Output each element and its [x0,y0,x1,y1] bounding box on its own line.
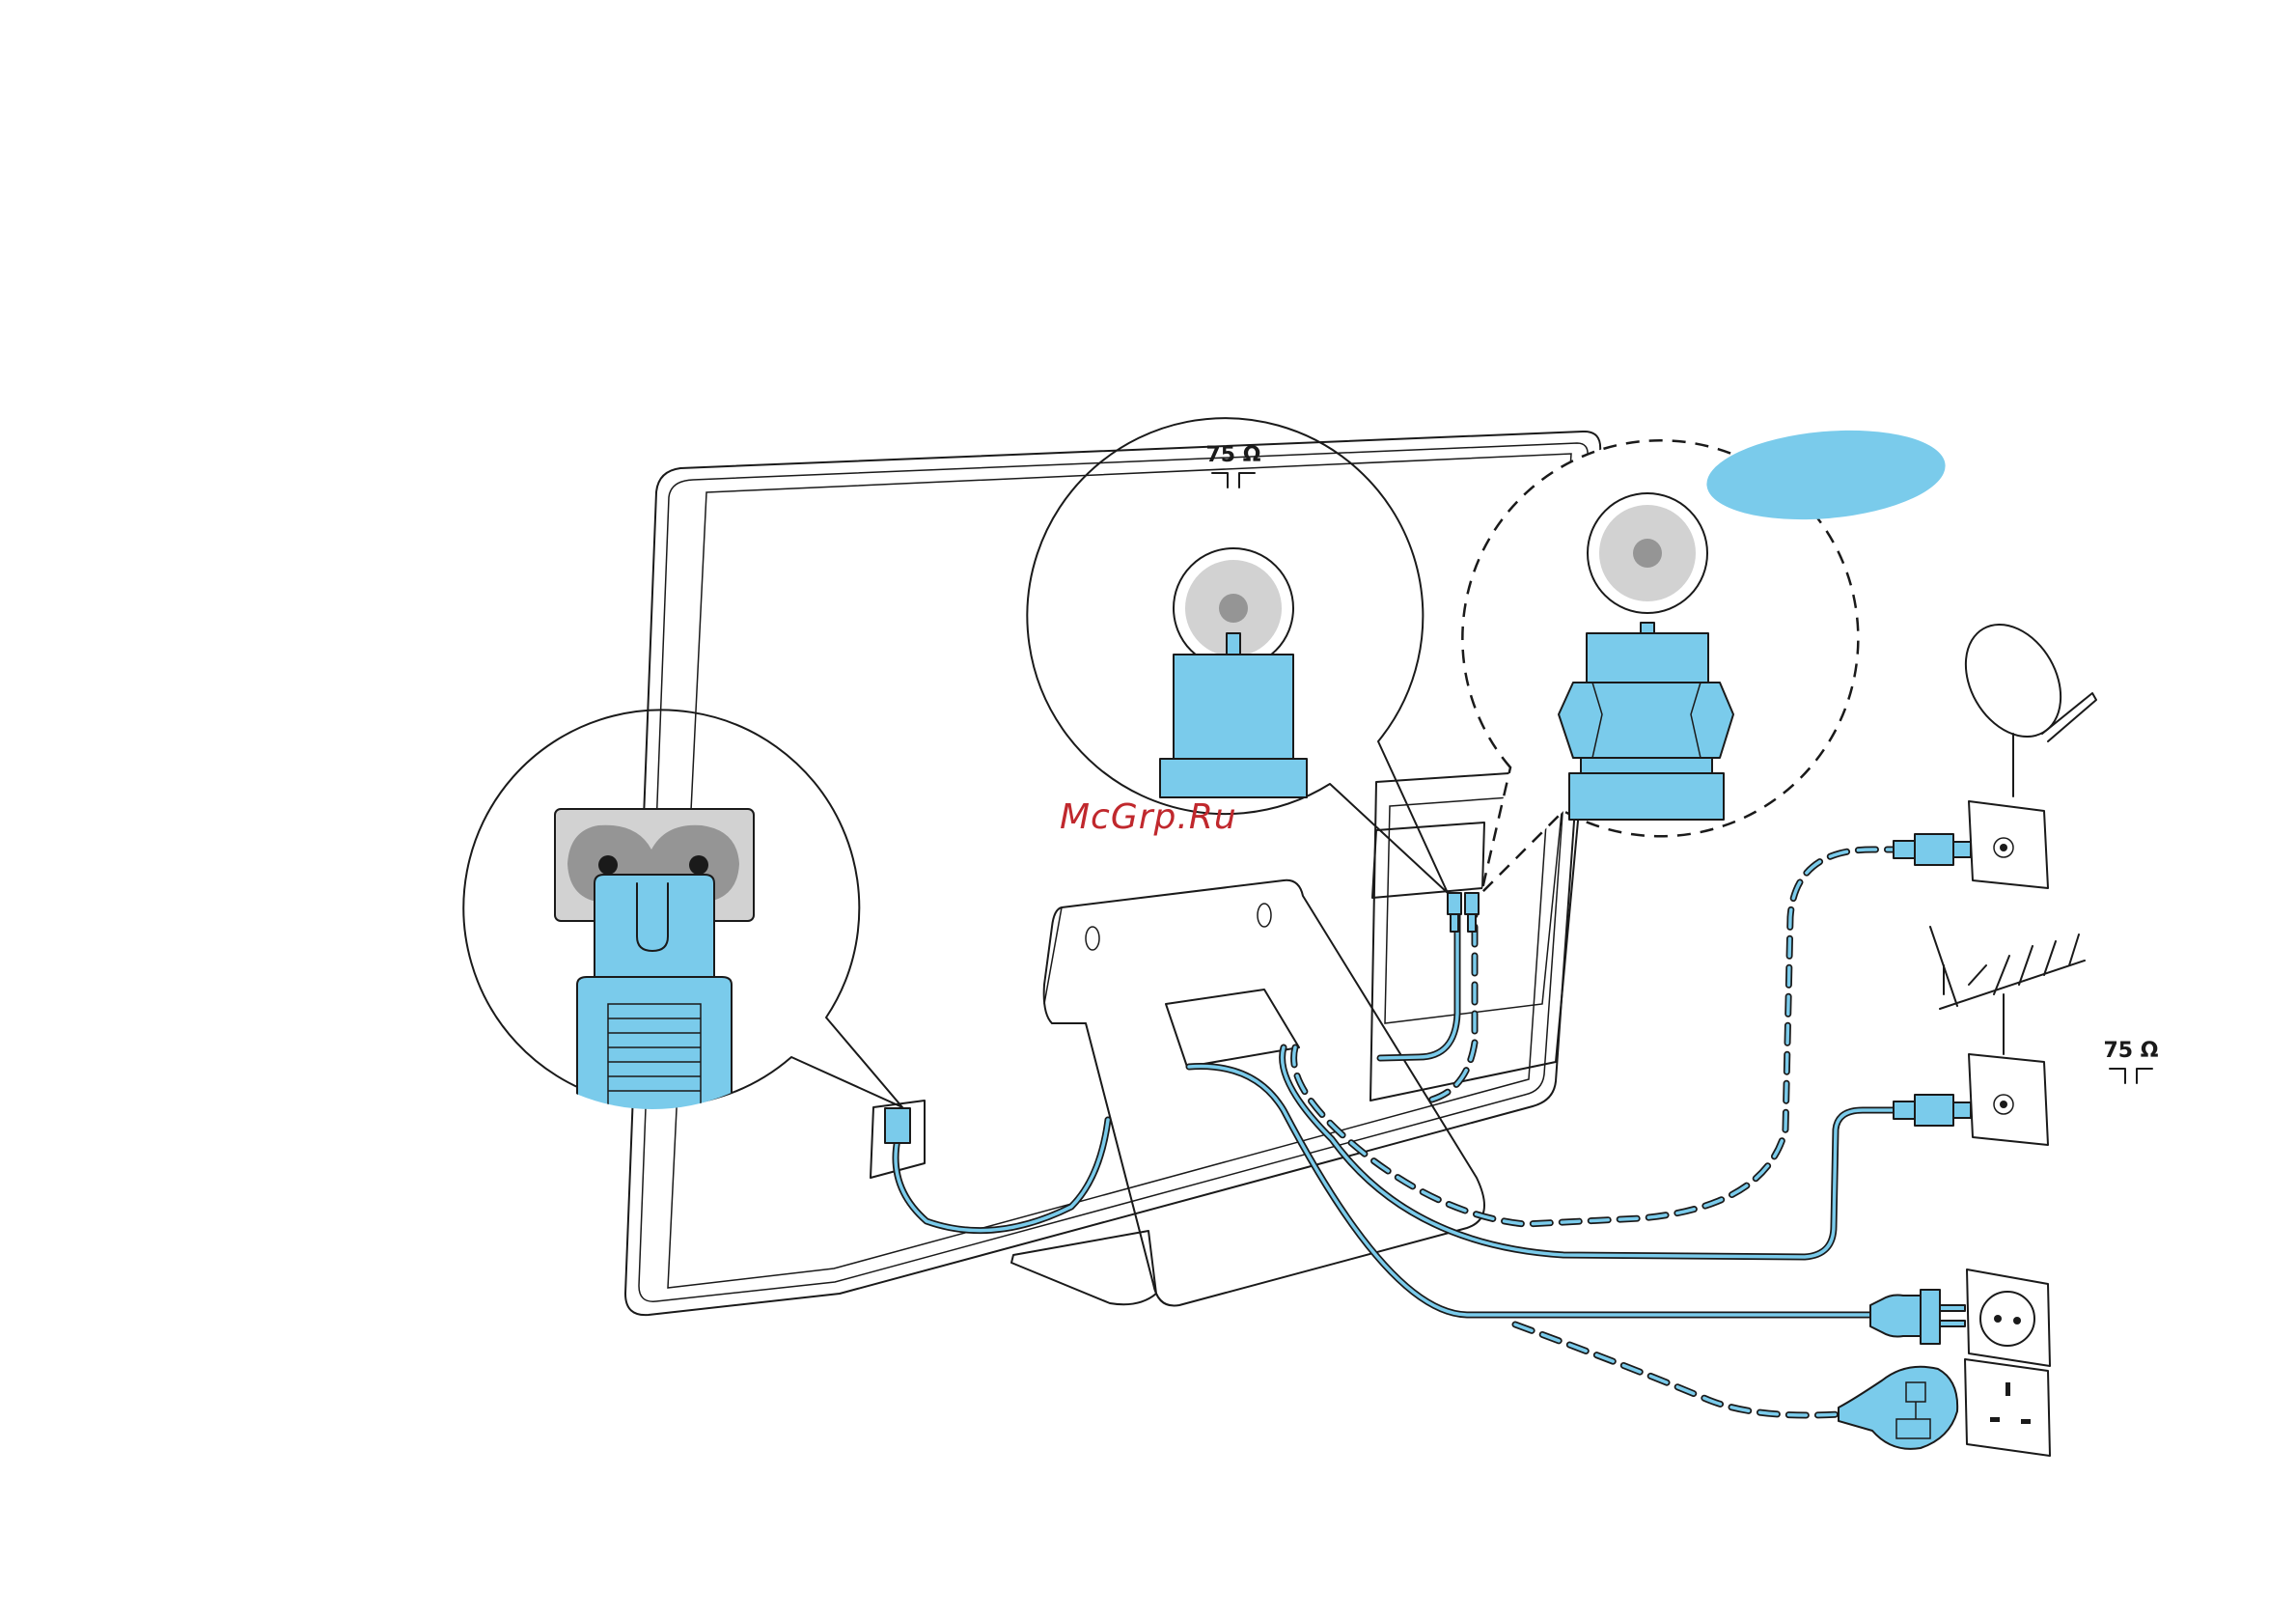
watermark-text: McGrp.Ru [1060,797,1237,837]
uk-power-socket-icon [1965,1359,2050,1456]
tv-stand-icon [1011,880,1484,1306]
cables [896,850,1919,1415]
power-inlet-callout-icon [463,710,902,1120]
uk-power-plug-icon [1839,1367,1957,1449]
antenna-coax-plug-icon [1894,1095,1971,1126]
port-connectors [885,893,1479,1143]
satellite-socket-callout-icon [1462,421,1949,893]
satellite-dish-icon [1947,607,2096,796]
wall-antenna-socket-icon [1969,1054,2048,1145]
terrestrial-antenna-icon [1930,927,2085,1054]
ohm-label-top: 75 Ω [1206,443,1261,467]
wall-antenna-socket-icon [1969,801,2048,888]
eu-power-plug-icon [1870,1290,1965,1344]
satellite-coax-plug-icon [1894,834,1971,865]
eu-power-socket-icon [1967,1269,2050,1366]
tv-monitor-icon [625,432,1600,1315]
ohm-label-right: 75 Ω [2104,1039,2159,1063]
